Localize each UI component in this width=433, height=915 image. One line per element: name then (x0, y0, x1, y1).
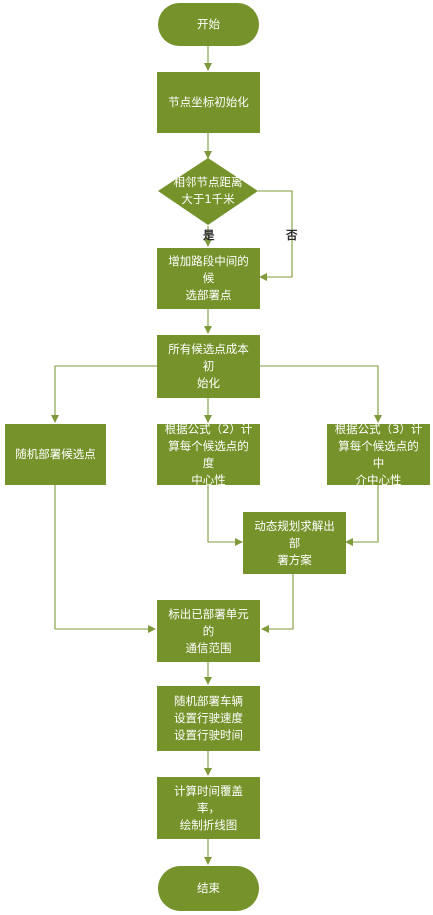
arrow-dp-mark (261, 574, 294, 633)
decision-text: 相邻节点距离 大于1千米 (173, 175, 243, 206)
no-label: 否 (286, 228, 298, 242)
arrow-formula3-dp (345, 485, 379, 546)
arrow-cost-formula3 (260, 365, 382, 423)
end-node: 结束 (158, 866, 259, 911)
arrow-decision-no (258, 190, 293, 281)
vehicles-node: 随机部署车辆 设置行驶速度 设置行驶时间 (157, 686, 260, 751)
arrow-cost-random (51, 365, 157, 423)
decision-diamond-shape (158, 158, 258, 225)
formula2-node: 根据公式（2）计 算每个候选点的度 中心性 (157, 422, 260, 487)
init-coords-node: 节点坐标初始化 (157, 72, 260, 133)
arrow-formula2-dp (207, 485, 243, 546)
mark-range-node: 标出已部署单元的 通信范围 (157, 600, 260, 662)
coverage-node: 计算时间覆盖率， 绘制折线图 (157, 777, 260, 839)
add-candidates-node: 增加路段中间的候 选部署点 (157, 248, 260, 309)
random-deploy-node: 随机部署候选点 (5, 424, 106, 485)
start-node: 开始 (158, 3, 259, 46)
init-cost-node: 所有候选点成本初 始化 (157, 335, 260, 398)
yes-label: 是 (203, 228, 215, 242)
arrow-random-mark (54, 485, 156, 633)
dp-node: 动态规划求解出部 署方案 (243, 512, 346, 574)
formula3-node: 根据公式（3）计 算每个候选点的中 介中心性 (327, 422, 430, 487)
